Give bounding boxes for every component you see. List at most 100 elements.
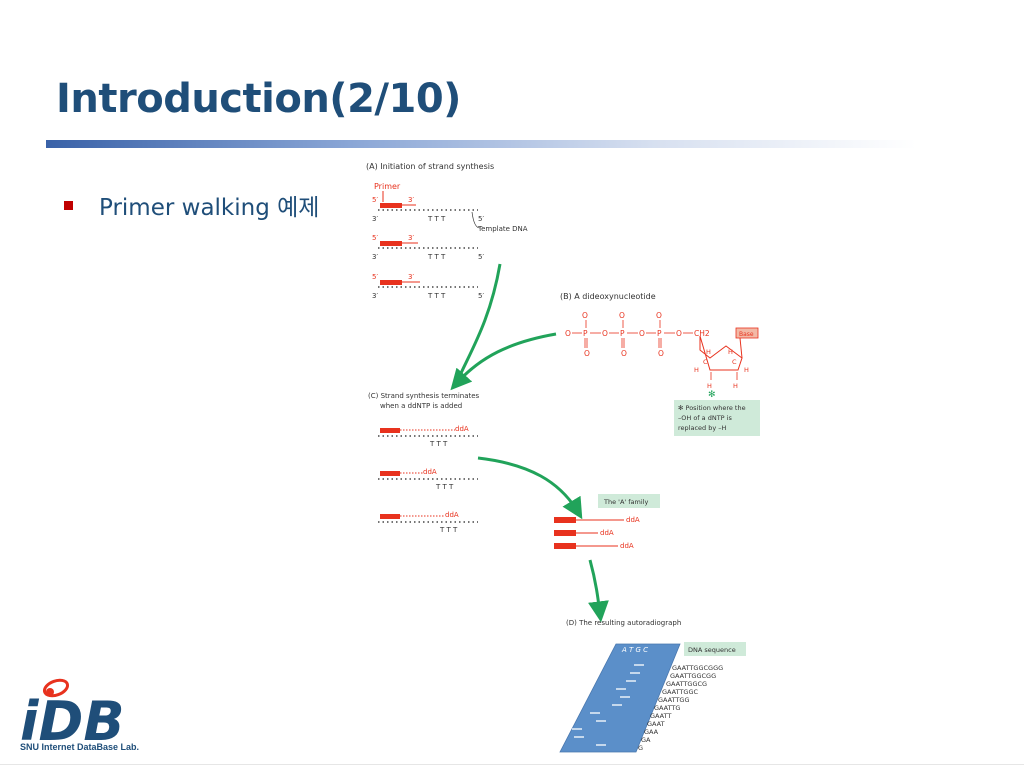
template-bases: T T T xyxy=(429,440,448,448)
sequence-item: GAAT xyxy=(647,720,665,728)
panel-a: (A) Initiation of strand synthesis Prime… xyxy=(366,162,528,300)
template-bases: T T T xyxy=(439,526,458,534)
primer-block xyxy=(380,203,402,208)
hydrogen-atom: H xyxy=(733,382,738,390)
family-label-box xyxy=(598,494,660,508)
template-bases: T T T xyxy=(427,253,446,261)
base-box xyxy=(735,327,759,339)
family-fragment-3: ddA xyxy=(554,542,634,550)
hydrogen-atom: H xyxy=(694,366,699,374)
carbon-atom: C xyxy=(732,358,737,366)
five-prime-label: 5′ xyxy=(372,196,378,204)
strand-a3: 5′ 3′ 3′ T T T 5′ xyxy=(372,273,484,300)
template-bases: T T T xyxy=(435,483,454,491)
sequence-item: GAATTGGCG xyxy=(666,680,707,688)
base-label: Base xyxy=(739,331,754,338)
sequence-item: GAATT xyxy=(650,712,671,720)
note-line-3: replaced by –H xyxy=(678,424,726,432)
logo-subtitle: SNU Internet DataBase Lab. xyxy=(20,742,140,752)
panel-c-label-line-1: (C) Strand synthesis terminates xyxy=(368,392,480,400)
primer-block xyxy=(380,280,402,285)
oxygen-atom: O xyxy=(584,349,590,358)
five-prime-label: 5′ xyxy=(372,234,378,242)
sequence-item: GAATTG xyxy=(654,704,680,712)
sugar-ring: Base C C H H H H H H ✻ xyxy=(694,327,759,400)
panel-b-label: (B) A dideoxynucleotide xyxy=(560,292,656,301)
oxygen-atom: O xyxy=(565,329,571,338)
phosphorus-atom: P xyxy=(657,329,662,338)
dna-sequence-label-box xyxy=(684,642,746,656)
family-fragment-2: ddA xyxy=(554,529,614,537)
sequencing-diagram: (A) Initiation of strand synthesis Prime… xyxy=(366,162,760,753)
panel-c: (C) Strand synthesis terminates when a d… xyxy=(368,392,660,623)
oxygen-atom: O xyxy=(676,329,682,338)
title-underline xyxy=(46,140,916,148)
panel-d-label: (D) The resulting autoradiograph xyxy=(566,619,681,627)
sequence-list: GAATTGGCGGG GAATTGGCGG GAATTGGCG GAATTGG… xyxy=(638,664,723,752)
strand-a1: 5′ 3′ 3′ T T T 5′ Template DNA xyxy=(372,196,528,233)
note-line-2: –OH of a dNTP is xyxy=(678,414,732,422)
dda-label: ddA xyxy=(620,542,634,550)
oxygen-atom: O xyxy=(621,349,627,358)
family-fragment-1: ddA xyxy=(554,516,640,524)
template-bases: T T T xyxy=(427,215,446,223)
family-label: The 'A' family xyxy=(603,498,648,506)
ch2-group: CH2 xyxy=(694,329,710,338)
phosphate-chain: O O O O P O P O P O CH2 O O O xyxy=(565,311,710,358)
three-prime-label: 3′ xyxy=(372,215,378,223)
dna-sequence-label: DNA sequence xyxy=(688,646,736,654)
dda-label: ddA xyxy=(423,468,437,476)
sequence-item: GAATTGGCGG xyxy=(670,672,716,680)
oxygen-atom: O xyxy=(582,311,588,320)
primer-label: Primer xyxy=(374,182,401,191)
gel-lane-labels: A T G C xyxy=(621,646,648,654)
terminated-strand-3: ddA T T T xyxy=(378,511,478,534)
panel-c-label-line-2: when a ddNTP is added xyxy=(380,402,462,410)
dda-label: ddA xyxy=(626,516,640,524)
sequence-item: GA xyxy=(641,736,651,744)
bullet-item: Primer walking 예제 xyxy=(64,188,319,222)
gel-bands xyxy=(572,664,644,746)
three-prime-label: 3′ xyxy=(408,196,414,204)
idb-logo: iDB xyxy=(20,678,125,753)
template-bases: T T T xyxy=(427,292,446,300)
oxygen-atom: O xyxy=(619,311,625,320)
template-label: Template DNA xyxy=(477,225,528,233)
sequence-item: GAATTGG xyxy=(658,696,690,704)
panel-b: (B) A dideoxynucleotide O O O O P O P O … xyxy=(560,292,760,436)
square-bullet-icon xyxy=(64,200,73,210)
slide-title: Introduction(2/10) xyxy=(56,76,461,122)
three-prime-label: 3′ xyxy=(408,273,414,281)
oxygen-atom: O xyxy=(639,329,645,338)
phosphorus-atom: P xyxy=(583,329,588,338)
oxygen-atom: O xyxy=(658,349,664,358)
note-line-1: ✻ Position where the xyxy=(678,404,746,412)
arrow-a-to-c xyxy=(454,263,502,385)
sequence-item: GAATTGGCGGG xyxy=(672,664,723,672)
sequence-item: GAA xyxy=(644,728,659,736)
five-prime-label: 5′ xyxy=(478,215,484,223)
bullet-text: Primer walking 예제 xyxy=(99,195,320,221)
three-prime-label: 3′ xyxy=(372,253,378,261)
note-box xyxy=(674,400,760,436)
footer-rule xyxy=(0,764,1024,765)
hydrogen-atom: H xyxy=(706,348,711,356)
terminated-strand-1: ddA T T T xyxy=(378,425,478,448)
phosphorus-atom: P xyxy=(620,329,625,338)
sequence-item: GAATTGGC xyxy=(662,688,699,696)
strand-a2: 5′ 3′ 3′ T T T 5′ xyxy=(372,234,484,261)
primer-block xyxy=(380,241,402,246)
five-prime-label: 5′ xyxy=(478,292,484,300)
template-bracket xyxy=(471,211,481,229)
panel-d: (D) The resulting autoradiograph A T G C… xyxy=(559,619,746,753)
hydrogen-atom: H xyxy=(744,366,749,374)
dda-label: ddA xyxy=(455,425,469,433)
oxygen-atom: O xyxy=(656,311,662,320)
arrow-c-to-family xyxy=(477,456,583,520)
terminated-strand-2: ddA T T T xyxy=(378,468,478,491)
dda-label: ddA xyxy=(445,511,459,519)
hydrogen-atom: H xyxy=(707,382,712,390)
carbon-atom: C xyxy=(703,358,708,366)
three-prime-label: 3′ xyxy=(372,292,378,300)
phosphate-bonds xyxy=(572,320,693,348)
